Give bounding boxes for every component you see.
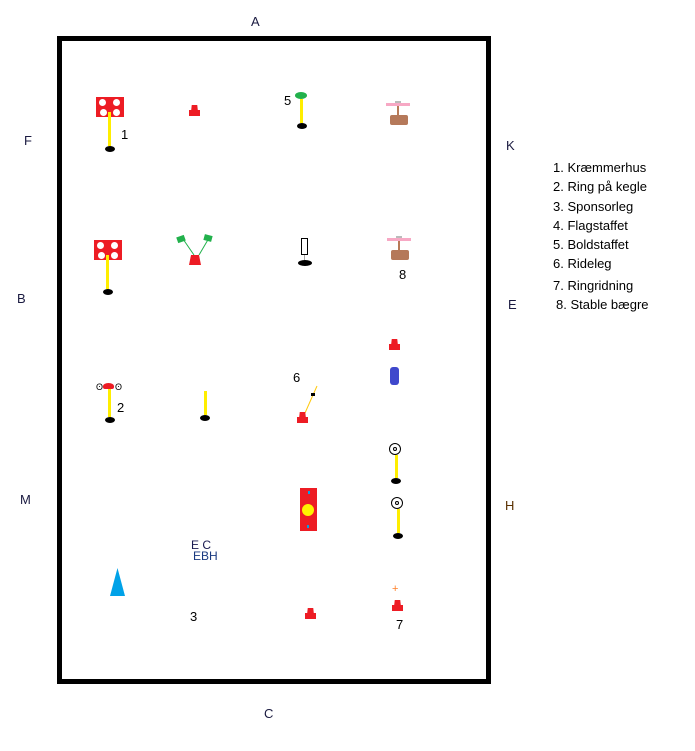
pole-base bbox=[298, 260, 312, 266]
letter-h: H bbox=[505, 498, 515, 513]
letter-b: B bbox=[17, 291, 26, 306]
pole-base bbox=[391, 478, 401, 484]
letter-m: M bbox=[20, 492, 31, 507]
cone bbox=[189, 105, 200, 116]
station-number-2: 2 bbox=[117, 400, 125, 415]
overlap-text: E C bbox=[191, 538, 212, 552]
letter-a: A bbox=[251, 14, 260, 29]
letter-e: E bbox=[508, 297, 517, 312]
station-number-3: 3 bbox=[190, 609, 198, 624]
ring-cone bbox=[103, 383, 114, 389]
ball-icon bbox=[295, 92, 307, 99]
overlap-text: EBH bbox=[193, 549, 218, 563]
cup-stack bbox=[386, 101, 410, 127]
stick bbox=[304, 255, 305, 260]
pole bbox=[108, 389, 111, 417]
arena-border bbox=[57, 36, 491, 684]
kraemmerhus-board bbox=[96, 97, 124, 117]
legend-item: 8. Stable bægre bbox=[556, 297, 649, 313]
baton-icon bbox=[301, 238, 308, 255]
flag-icon bbox=[176, 234, 213, 265]
lance-icon bbox=[304, 385, 318, 414]
legend: 1. Kræmmerhus 2. Ring på kegle 3. Sponso… bbox=[553, 158, 649, 314]
legend-item: 4. Flagstaffet bbox=[553, 217, 628, 233]
pole bbox=[108, 112, 111, 146]
cone bbox=[305, 608, 316, 619]
legend-item: 2. Ring på kegle bbox=[553, 179, 647, 195]
pole bbox=[106, 255, 109, 289]
cross-icon: + bbox=[392, 583, 399, 595]
pole-base bbox=[297, 123, 307, 129]
pole bbox=[204, 391, 207, 415]
letter-f: F bbox=[24, 133, 32, 148]
pole bbox=[397, 509, 400, 533]
legend-item: 6. Rideleg bbox=[553, 256, 612, 272]
cup-stack bbox=[387, 236, 411, 262]
ring-icon bbox=[391, 497, 403, 509]
ring-icon: ʘ bbox=[115, 382, 123, 392]
pole bbox=[300, 99, 303, 123]
cone bbox=[392, 600, 403, 611]
station-number-5: 5 bbox=[284, 93, 292, 108]
pole-base bbox=[105, 146, 115, 152]
letter-c: C bbox=[264, 706, 274, 721]
letter-k: K bbox=[506, 138, 515, 153]
station-number-8: 8 bbox=[399, 267, 407, 282]
legend-item: 1. Kræmmerhus bbox=[553, 160, 647, 175]
station-number-6: 6 bbox=[293, 370, 301, 385]
kraemmerhus-board bbox=[94, 240, 122, 260]
pole-base bbox=[105, 417, 115, 423]
station-number-7: 7 bbox=[396, 617, 404, 632]
cone bbox=[389, 339, 400, 350]
station-number-1: 1 bbox=[121, 127, 129, 142]
legend-item: 3. Sponsorleg bbox=[553, 198, 634, 214]
pole-base bbox=[103, 289, 113, 295]
pole-base bbox=[393, 533, 403, 539]
bottle-icon bbox=[390, 367, 399, 385]
legend-item: 5. Boldstaffet bbox=[553, 237, 629, 253]
legend-item: 7. Ringridning bbox=[553, 277, 634, 293]
pole bbox=[395, 455, 398, 478]
ring-icon bbox=[389, 443, 401, 455]
cone bbox=[297, 412, 308, 423]
ring-icon: ʘ bbox=[96, 382, 104, 392]
sponsor-board bbox=[300, 488, 317, 531]
pole-base bbox=[200, 415, 210, 421]
